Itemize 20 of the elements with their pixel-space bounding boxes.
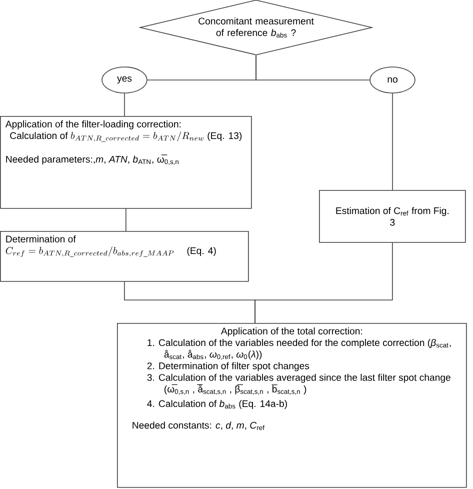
formula-text: $C_{ref} = b_{ATN,R\_corrected} / b_{abs,ref\_MAAP} \text{ \quad(Eq. 4)}$	[6, 246, 216, 257]
constants-text: Needed constants: c, d, m, C$_{ref}$	[132, 422, 264, 430]
formula-text: $\text{Calculation of } b_{ATN,R\_corrected} = b_{ATN} / R_{new} \text{ (Eq. 13)}$	[10, 131, 242, 142]
list-item: 2. Determination of filter spot changes	[147, 362, 310, 372]
connector-line	[254, 242, 393, 324]
heading-text: Application of the filter-loading correction:	[5, 120, 181, 130]
box-text: Estimation of C$_{ref}$ from Fig. 3	[336, 207, 448, 226]
process-box	[0, 116, 252, 209]
connector-line	[392, 93, 393, 190]
list-item: 1. Calculation of the variables needed for the complete correction (β$_{scat}$, å$_{scat}$, å$_{abs}$, ω$_{0,ref}$, ω$_{0}$(λ))	[148, 339, 451, 360]
connector-line	[256, 55, 370, 80]
process-box	[319, 190, 466, 243]
heading-text: Determination of	[6, 235, 76, 242]
heading-text: Application of the total correction:	[220, 327, 362, 336]
connector-line	[124, 93, 125, 116]
list-item: 4. Calculation of b$_{abs}$ (Eq. 14a-b)	[147, 400, 287, 409]
parameters-text: Needed parameters:,m, ATN, b$_{ATN}$, ω̅$_{0,s,n}$	[6, 154, 178, 165]
process-box	[0, 231, 249, 282]
list-item: 3. Calculation of the variables averaged since the last filter spot change (ω̅$_{0,s,n}$ , å̅$_{scat,s,n}$ , β̅$_{scat,s,n}$ , b̅$_{scat,s,n}$ )	[147, 374, 450, 395]
process-box	[117, 323, 467, 488]
